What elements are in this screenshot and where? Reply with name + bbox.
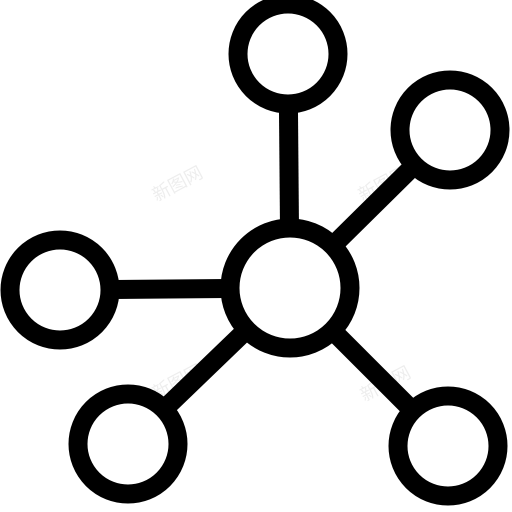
- hub-node: [220, 218, 360, 358]
- node-bottom-left: [68, 384, 188, 504]
- node-top: [228, 0, 348, 114]
- node-left: [0, 230, 120, 350]
- node-top-right: [390, 70, 510, 190]
- node-bottom-right: [388, 386, 508, 506]
